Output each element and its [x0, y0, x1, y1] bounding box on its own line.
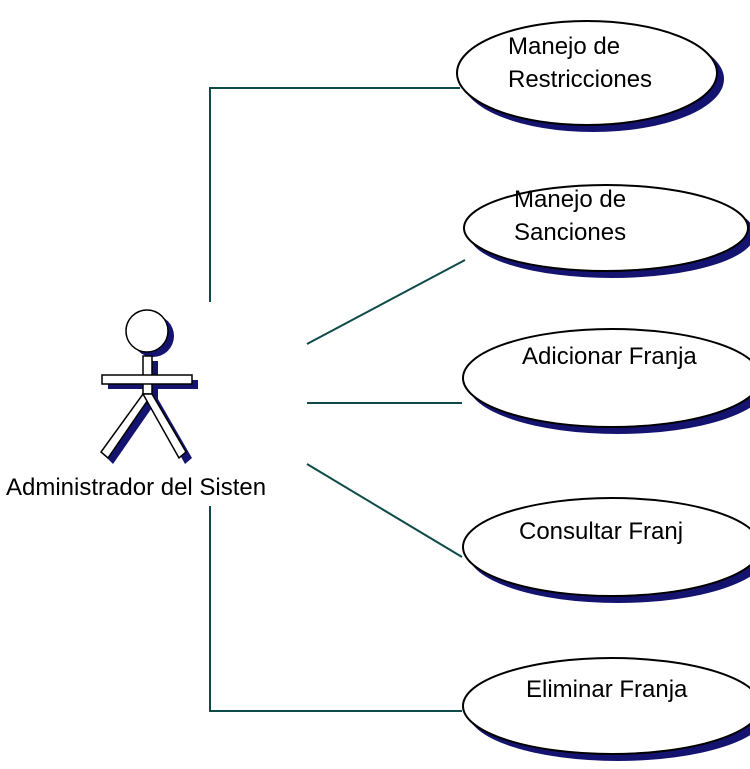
use-case-label-line: Sanciones — [514, 219, 626, 246]
use-case-label-line: Eliminar Franja — [526, 676, 688, 703]
actor-figure-icon — [99, 309, 198, 464]
connector-consultar-franja — [306, 463, 463, 558]
use-case-label-line: Manejo de — [514, 186, 626, 213]
actor-administrador[interactable]: Administrador del Sisten — [6, 309, 266, 501]
use-case-label-line: Restricciones — [508, 66, 652, 93]
use-case-manejo-restricciones[interactable]: Manejo de Restricciones — [456, 20, 724, 132]
use-case-label-line: Adicionar Franja — [522, 343, 697, 370]
connector-eliminar-franja — [209, 506, 462, 712]
use-case-eliminar-franja[interactable]: Eliminar Franja — [462, 657, 750, 761]
use-case-adicionar-franja[interactable]: Adicionar Franja — [462, 328, 750, 434]
use-case-label-line: Consultar Franj — [519, 518, 683, 545]
connector-manejo-restricciones — [209, 87, 460, 302]
use-case-manejo-sanciones[interactable]: Manejo de Sanciones — [463, 184, 750, 278]
connectors — [209, 87, 466, 712]
use-case-label-line: Manejo de — [508, 33, 620, 60]
actor-label: Administrador del Sisten — [6, 474, 266, 501]
use-case-consultar-franja[interactable]: Consultar Franj — [462, 497, 750, 603]
connector-manejo-sanciones — [306, 259, 466, 345]
